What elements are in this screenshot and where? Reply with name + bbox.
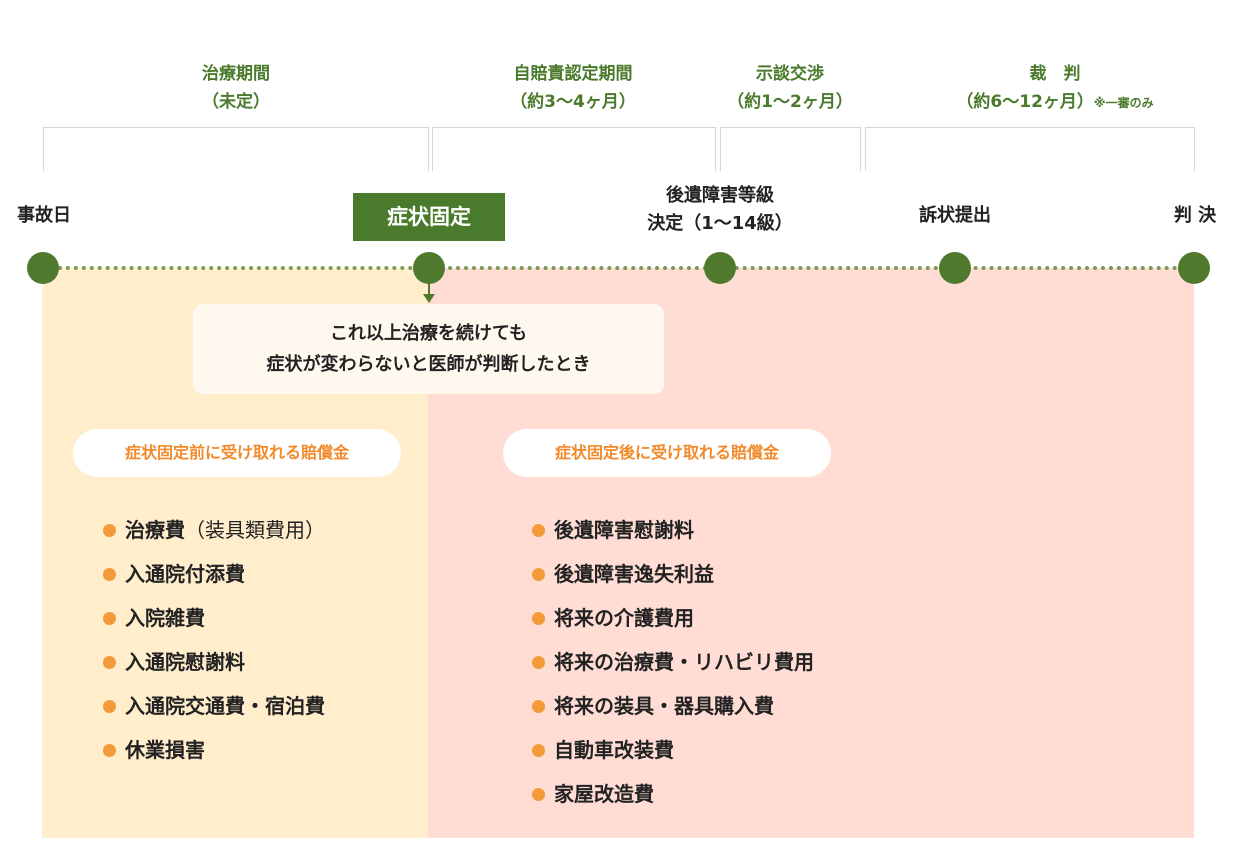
event-fixation-label: 症状固定 [353, 193, 505, 241]
phase-certification-duration: （約3〜4ヶ月） [510, 92, 636, 112]
list-item: 入通院慰謝料 [103, 640, 325, 684]
timeline-node-fixation [413, 252, 445, 284]
phase-trial-bracket [865, 127, 1195, 171]
list-item: 治療費（装具類費用） [103, 508, 325, 552]
phase-treatment-duration: （未定） [202, 92, 270, 112]
fixation-definition-callout: これ以上治療を続けても 症状が変わらないと医師が判断したとき [193, 304, 664, 394]
event-judgment-label: 判 決 [1173, 205, 1217, 226]
list-item: 将来の治療費・リハビリ費用 [532, 640, 814, 684]
bullet-icon [103, 523, 116, 537]
list-item: 将来の装具・器具購入費 [532, 684, 814, 728]
event-lawsuit-label: 訴状提出 [919, 205, 991, 226]
event-grade-line1: 後遺障害等級 [666, 185, 774, 206]
event-accident-label: 事故日 [17, 205, 71, 226]
timeline-node-grade [704, 252, 736, 284]
bullet-icon [103, 567, 116, 581]
bullet-icon [532, 655, 545, 669]
timeline-node-judgment [1178, 252, 1210, 284]
callout-line1: これ以上治療を続けても [329, 323, 528, 344]
list-item: 後遺障害逸失利益 [532, 552, 814, 596]
phase-negotiation: 示談交渉 （約1〜2ヶ月） [710, 60, 870, 116]
bullet-icon [532, 787, 545, 801]
after-compensation-title: 症状固定後に受け取れる賠償金 [503, 429, 831, 477]
phase-certification-title: 自賠責認定期間 [513, 64, 633, 84]
phase-trial-duration: （約6〜12ヶ月） [956, 92, 1094, 112]
list-item: 家屋改造費 [532, 772, 814, 816]
phase-certification-bracket [432, 127, 716, 171]
list-item-text: 入通院慰謝料 [125, 650, 245, 674]
phase-treatment-bracket [43, 127, 429, 171]
bullet-icon [103, 611, 116, 625]
phase-certification: 自賠責認定期間 （約3〜4ヶ月） [473, 60, 673, 116]
bullet-icon [103, 699, 116, 713]
bullet-icon [103, 743, 116, 757]
event-grade-line2: 決定（1〜14級） [647, 213, 793, 234]
list-item: 後遺障害慰謝料 [532, 508, 814, 552]
list-item-text: 家屋改造費 [554, 782, 654, 806]
callout-arrow-icon [423, 294, 435, 303]
list-item-text: 後遺障害慰謝料 [554, 518, 694, 542]
list-item: 入通院付添費 [103, 552, 325, 596]
list-item-subtext: （装具類費用） [185, 518, 325, 542]
phase-treatment-title: 治療期間 [202, 64, 270, 84]
timeline-node-accident [27, 252, 59, 284]
list-item-text: 将来の介護費用 [554, 606, 694, 630]
list-item: 休業損害 [103, 728, 325, 772]
callout-line2: 症状が変わらないと医師が判断したとき [266, 354, 591, 375]
after-compensation-list: 後遺障害慰謝料 後遺障害逸失利益 将来の介護費用 将来の治療費・リハビリ費用 将… [532, 508, 814, 816]
phase-treatment: 治療期間 （未定） [136, 60, 336, 116]
list-item-text: 休業損害 [125, 738, 205, 762]
phase-negotiation-title: 示談交渉 [756, 64, 824, 84]
list-item-text: 将来の治療費・リハビリ費用 [554, 650, 814, 674]
list-item-text: 将来の装具・器具購入費 [554, 694, 774, 718]
bullet-icon [532, 567, 545, 581]
timeline-node-lawsuit [939, 252, 971, 284]
list-item: 入通院交通費・宿泊費 [103, 684, 325, 728]
list-item-text: 自動車改装費 [554, 738, 674, 762]
bullet-icon [532, 611, 545, 625]
list-item: 自動車改装費 [532, 728, 814, 772]
before-compensation-list: 治療費（装具類費用） 入通院付添費 入院雑費 入通院慰謝料 入通院交通費・宿泊費… [103, 508, 325, 772]
bullet-icon [103, 655, 116, 669]
phase-trial-note: ※一審のみ [1093, 96, 1154, 110]
event-grade-label: 後遺障害等級 決定（1〜14級） [620, 182, 820, 238]
before-compensation-title: 症状固定前に受け取れる賠償金 [73, 429, 401, 477]
phase-negotiation-duration: （約1〜2ヶ月） [727, 92, 853, 112]
list-item-text: 入院雑費 [125, 606, 205, 630]
bullet-icon [532, 699, 545, 713]
list-item-text: 入通院付添費 [125, 562, 245, 586]
bullet-icon [532, 523, 545, 537]
list-item: 将来の介護費用 [532, 596, 814, 640]
phase-trial-title: 裁 判 [1029, 64, 1081, 84]
timeline-line [42, 266, 1194, 270]
list-item: 入院雑費 [103, 596, 325, 640]
list-item-text: 入通院交通費・宿泊費 [125, 694, 325, 718]
phase-negotiation-bracket [720, 127, 861, 171]
list-item-text: 治療費 [125, 518, 185, 542]
bullet-icon [532, 743, 545, 757]
list-item-text: 後遺障害逸失利益 [554, 562, 714, 586]
callout-arrow-line [428, 282, 430, 296]
phase-trial: 裁 判 （約6〜12ヶ月）※一審のみ [900, 60, 1210, 117]
